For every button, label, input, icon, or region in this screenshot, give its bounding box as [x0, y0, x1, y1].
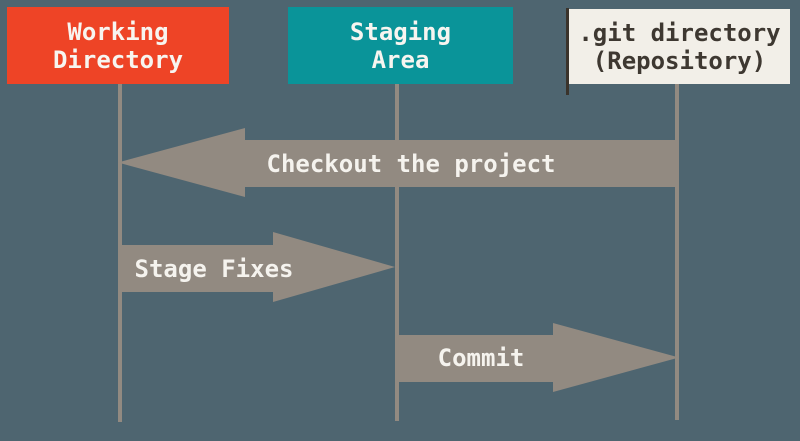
checkout-arrow-label: Checkout the project	[266, 150, 556, 178]
git-directory-box-accent-line	[566, 8, 569, 95]
stage-fixes-arrow: Stage Fixes	[118, 232, 395, 302]
git-directory-label: .git directory (Repository)	[578, 18, 781, 75]
checkout-arrow-head-icon	[118, 128, 245, 197]
checkout-arrow: Checkout the project	[118, 128, 679, 197]
checkout-arrow-shaft	[244, 140, 679, 187]
staging-area-box: Staging Area	[288, 7, 513, 84]
stage-fixes-arrow-shaft	[118, 245, 274, 292]
git-directory-lifeline	[675, 84, 679, 420]
commit-arrow-head-icon	[553, 323, 679, 392]
staging-area-label: Staging Area	[349, 17, 452, 74]
commit-arrow-label: Commit	[437, 344, 525, 372]
git-directory-box: .git directory (Repository)	[569, 9, 790, 84]
commit-arrow: Commit	[397, 323, 679, 392]
commit-arrow-shaft	[397, 335, 554, 382]
stage-fixes-arrow-label: Stage Fixes	[134, 255, 294, 283]
working-directory-box: Working Directory	[7, 7, 229, 84]
working-directory-label: Working Directory	[52, 17, 184, 74]
staging-area-lifeline	[395, 83, 399, 421]
